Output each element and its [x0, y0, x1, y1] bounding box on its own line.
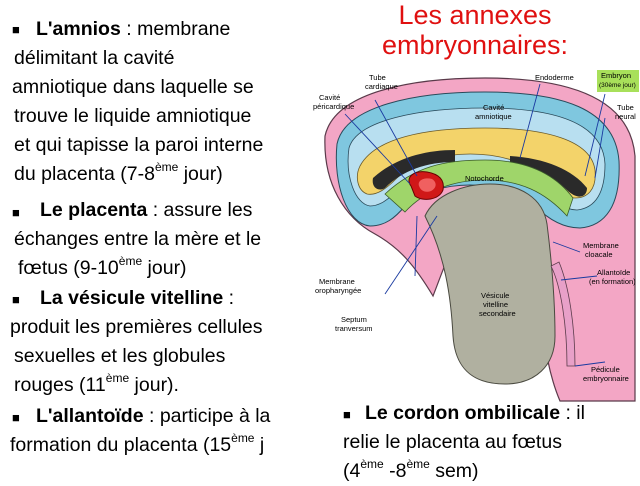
label-endoderme: Endoderme — [535, 73, 574, 82]
label-vesicule-1: Vésicule — [481, 291, 509, 300]
label-membrane-oropharyngee-2: oropharyngée — [315, 286, 361, 295]
amnios-line-5: et qui tapisse la paroi interne — [14, 134, 264, 156]
bullet-icon: ■ — [12, 292, 20, 307]
label-notochorde: Notochorde — [465, 174, 504, 183]
allantoide-line-2: formation du placenta (15ème j — [10, 431, 265, 456]
heart-inner — [418, 178, 436, 192]
embryo-diagram: Tube cardiaque Endoderme Embryon (30ème … — [313, 70, 639, 402]
placenta-line-3: fœtus (9-10ème jour) — [18, 254, 187, 279]
label-membrane-oropharyngee-1: Membrane — [319, 277, 355, 286]
bullet-icon: ■ — [12, 205, 20, 220]
vesicule-line-2: produit les premières cellules — [10, 316, 263, 338]
label-embryon-1: Embryon — [601, 71, 631, 80]
vesicule-line-1: La vésicule vitelline : — [40, 287, 235, 309]
label-cavite-amniotique-2: amniotique — [475, 112, 512, 121]
term-cordon: Le cordon ombilicale — [365, 402, 561, 424]
amnios-line-6: du placenta (7-8ème jour) — [14, 160, 223, 185]
label-cavite-amniotique-1: Cavité — [483, 103, 504, 112]
term-vesicule: La vésicule vitelline — [40, 287, 224, 309]
label-membrane-cloacale-1: Membrane — [583, 241, 619, 250]
mesoderm-left — [372, 150, 455, 190]
placenta-line-2: échanges entre la mère et le — [14, 228, 262, 250]
bullet-icon: ■ — [343, 407, 351, 422]
label-cavite-pericardique-1: Cavité — [319, 93, 340, 102]
bullet-icon: ■ — [12, 410, 20, 425]
amnios-line-1: L'amnios : membrane — [36, 18, 231, 40]
term-amnios: L'amnios — [36, 18, 121, 40]
allantoide-line-1: L'allantoïde : participe à la — [36, 405, 271, 427]
label-pedicule-2: embryonnaire — [583, 374, 629, 383]
term-allantoide: L'allantoïde — [36, 405, 144, 427]
label-tube-neural-1: Tube — [617, 103, 634, 112]
label-pedicule-1: Pédicule — [591, 365, 620, 374]
label-cavite-pericardique-2: péricardique — [313, 102, 354, 111]
bullet-icon: ■ — [12, 22, 20, 37]
label-embryon-2: (30ème jour) — [599, 82, 636, 89]
label-allantoide-1: Allantoïde — [597, 268, 630, 277]
label-membrane-cloacale-2: cloacale — [585, 250, 613, 259]
cordon-line-2: relie le placenta au fœtus — [343, 431, 562, 453]
amnios-line-3: amniotique dans laquelle se — [12, 76, 254, 98]
label-septum-2: tranversum — [335, 324, 373, 333]
amnios-line-2: délimitant la cavité — [14, 47, 175, 69]
label-tube-cardiaque-2: cardiaque — [365, 82, 398, 91]
vesicule-line-4: rouges (11ème jour). — [14, 371, 179, 396]
term-placenta: Le placenta — [40, 199, 148, 221]
cordon-line-3: (4ème -8ème sem) — [343, 457, 479, 482]
slide-title: Les annexes embryonnaires: — [355, 0, 595, 60]
cordon-line-1: Le cordon ombilicale : il — [365, 402, 585, 424]
vesicule-line-3: sexuelles et les globules — [14, 345, 226, 367]
amnios-line-4: trouve le liquide amniotique — [14, 105, 252, 127]
label-tube-cardiaque-1: Tube — [369, 73, 386, 82]
label-allantoide-2: (en formation) — [589, 277, 636, 286]
title-line-2: embryonnaires: — [381, 30, 569, 60]
yolk-sac — [424, 183, 556, 385]
pointer-lines — [344, 83, 606, 367]
label-tube-neural-2: neural — [615, 112, 636, 121]
title-line-1: Les annexes — [398, 0, 552, 30]
embryon-badge — [597, 70, 639, 92]
label-vesicule-2: vitelline — [483, 300, 508, 309]
placenta-line-1: Le placenta : assure les — [40, 199, 253, 221]
label-vesicule-3: secondaire — [479, 309, 516, 318]
label-septum-1: Septum — [341, 315, 367, 324]
